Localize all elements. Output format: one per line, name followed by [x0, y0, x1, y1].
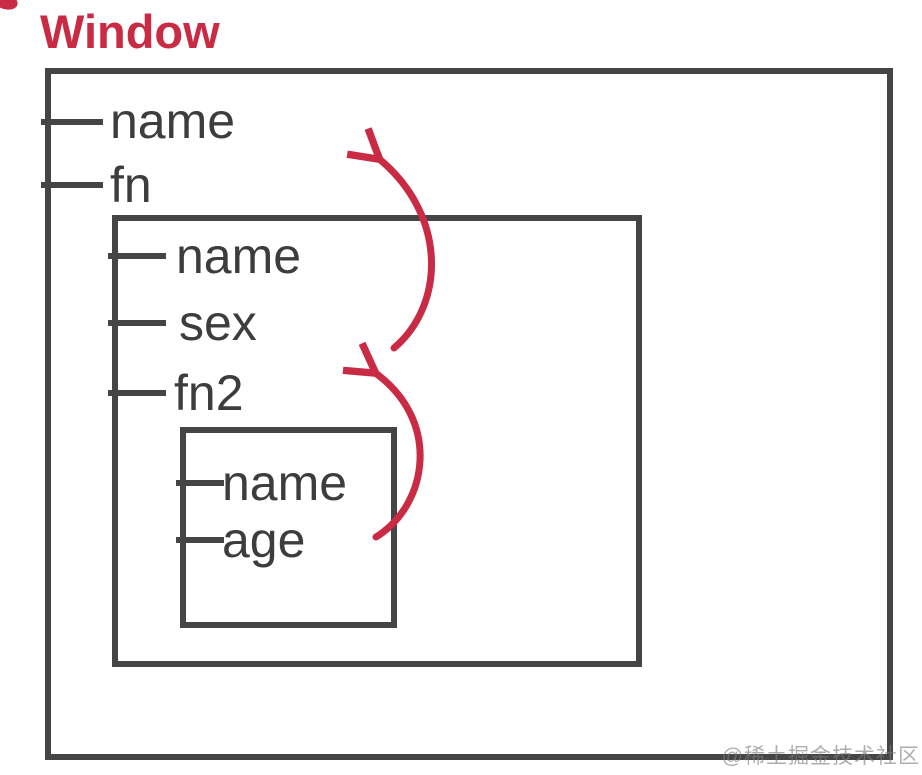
variable-label-fn2-age: age [222, 512, 306, 568]
tick-mark [176, 537, 224, 543]
tick-mark [41, 182, 103, 188]
variable-label-fn-sex: sex [179, 295, 257, 351]
tick-mark [108, 320, 166, 326]
red-corner-mark-icon [0, 0, 20, 13]
variable-label-fn-fn2: fn2 [174, 365, 244, 421]
window-scope-title: Window [40, 5, 220, 58]
window-scope-box [45, 68, 893, 760]
variable-label-window-fn: fn [110, 157, 152, 213]
tick-mark [176, 480, 224, 486]
variable-label-window-name: name [110, 93, 236, 149]
tick-mark [41, 119, 103, 125]
tick-mark [108, 253, 166, 259]
tick-mark [108, 390, 166, 396]
watermark: @稀土掘金技术社区 [721, 745, 920, 768]
variable-label-fn-name: name [176, 228, 302, 284]
variable-label-fn2-name: name [222, 455, 348, 511]
